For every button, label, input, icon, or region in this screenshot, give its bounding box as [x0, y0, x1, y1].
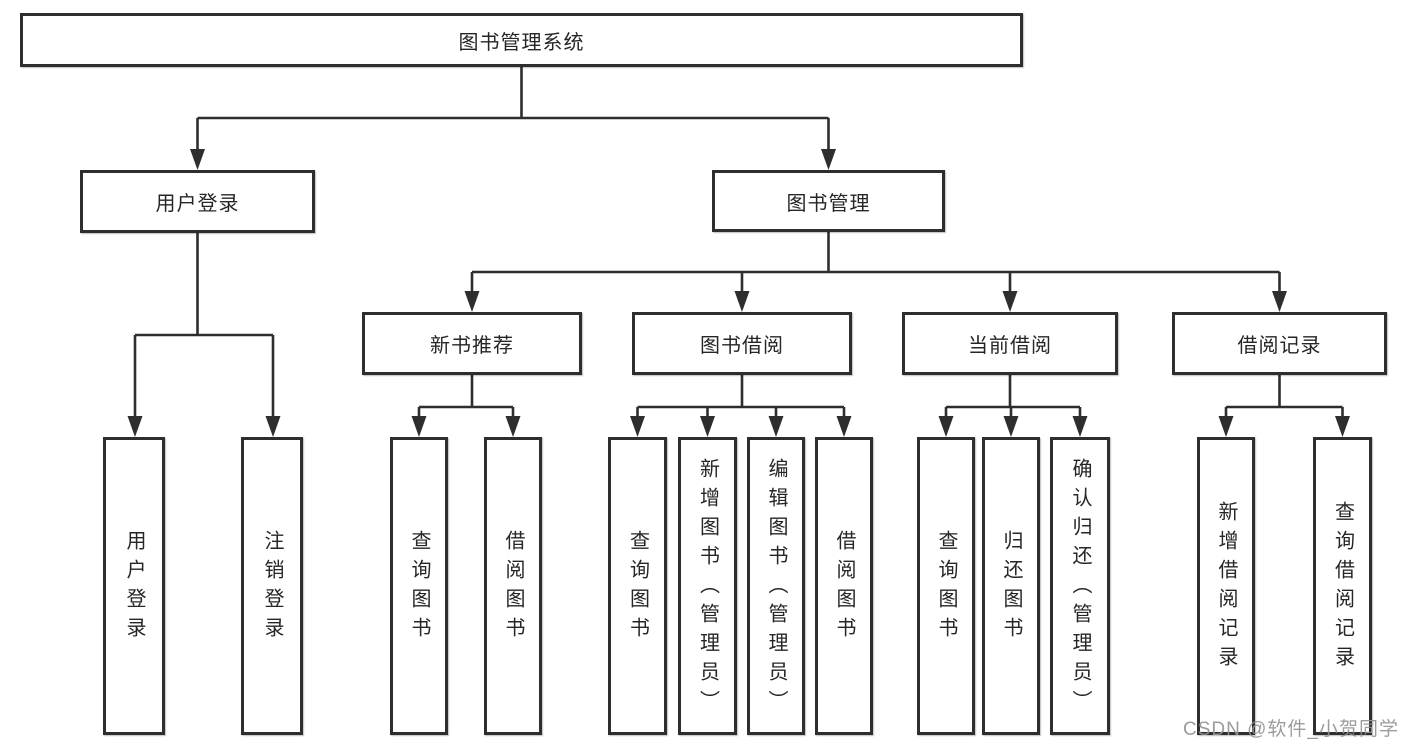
leaf-newbooks-borrow: 借阅图书	[484, 437, 542, 735]
leaf-borrow-query: 查询图书	[608, 437, 667, 735]
leaf-borrow-book-label: 借阅图书	[833, 530, 855, 646]
node-borrow-records-label: 借阅记录	[1237, 335, 1322, 357]
node-book-management-label: 图书管理	[786, 192, 871, 215]
node-user-login: 用户登录	[80, 170, 315, 233]
leaf-logout: 注销登录	[241, 437, 303, 735]
leaf-newbooks-query-label: 查询图书	[408, 530, 430, 646]
node-book-borrow-label: 图书借阅	[700, 335, 784, 357]
leaf-borrow-edit-admin: 编辑图书（管理员）	[747, 437, 805, 735]
leaf-current-return-label: 归还图书	[1000, 530, 1022, 646]
leaf-current-query-label: 查询图书	[935, 530, 957, 646]
node-borrow-records: 借阅记录	[1172, 312, 1387, 375]
node-book-borrow: 图书借阅	[632, 312, 852, 375]
node-book-management: 图书管理	[712, 170, 945, 232]
leaf-current-query: 查询图书	[917, 437, 975, 735]
leaf-current-confirm-admin-label: 确认归还（管理员）	[1069, 457, 1091, 719]
leaf-records-query: 查询借阅记录	[1313, 437, 1372, 735]
leaf-current-confirm-admin: 确认归还（管理员）	[1050, 437, 1110, 735]
leaf-newbooks-borrow-label: 借阅图书	[502, 530, 524, 646]
leaf-borrow-add-admin: 新增图书（管理员）	[678, 437, 737, 735]
leaf-records-add-label: 新增借阅记录	[1215, 501, 1237, 675]
leaf-borrow-add-admin-label: 新增图书（管理员）	[696, 457, 719, 719]
node-new-book-recommend-label: 新书推荐	[430, 335, 514, 357]
node-current-borrow: 当前借阅	[902, 312, 1118, 375]
node-user-login-label: 用户登录	[155, 193, 240, 215]
watermark: CSDN @软件_小贺同学	[1183, 719, 1399, 740]
leaf-borrow-book: 借阅图书	[815, 437, 873, 735]
node-current-borrow-label: 当前借阅	[968, 335, 1052, 357]
leaf-user-login: 用户登录	[103, 437, 165, 735]
leaf-borrow-edit-admin-label: 编辑图书（管理员）	[765, 457, 787, 719]
leaf-newbooks-query: 查询图书	[390, 437, 448, 735]
node-root: 图书管理系统	[20, 13, 1023, 67]
leaf-borrow-query-label: 查询图书	[626, 530, 649, 646]
node-root-label: 图书管理系统	[458, 31, 585, 54]
leaf-records-query-label: 查询借阅记录	[1331, 501, 1354, 675]
leaf-user-login-label: 用户登录	[123, 530, 145, 646]
leaf-records-add: 新增借阅记录	[1197, 437, 1255, 735]
leaf-logout-label: 注销登录	[261, 530, 283, 646]
leaf-current-return: 归还图书	[982, 437, 1040, 735]
node-new-book-recommend: 新书推荐	[362, 312, 582, 375]
